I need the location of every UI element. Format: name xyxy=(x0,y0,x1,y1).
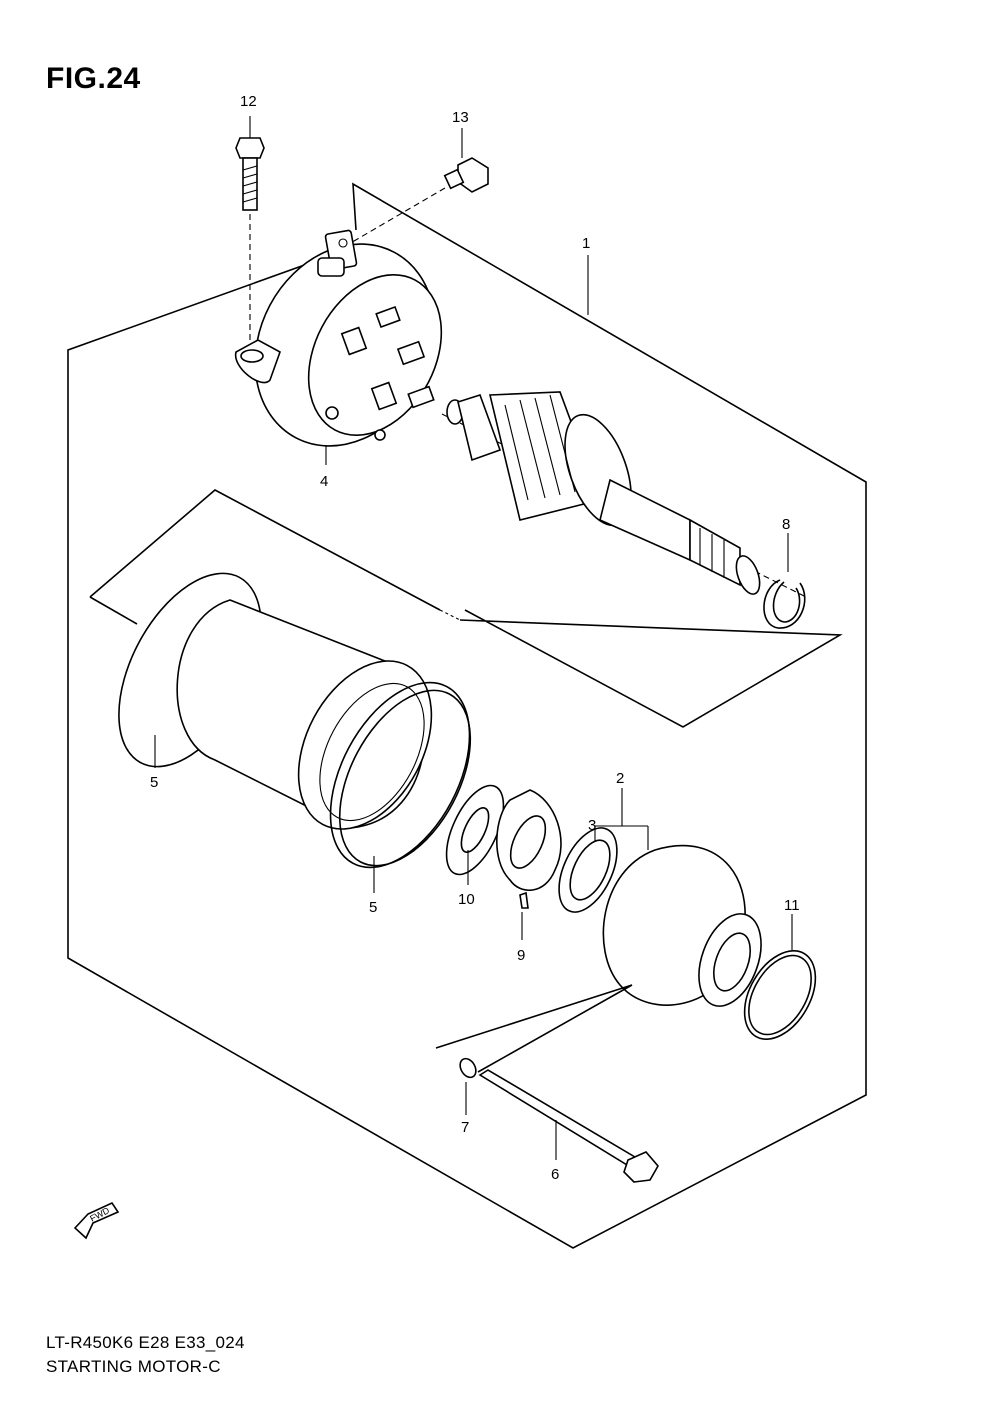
callout-2: 2 xyxy=(616,770,624,787)
circlip-8 xyxy=(763,533,806,629)
callout-9: 9 xyxy=(517,947,525,964)
callout-8: 8 xyxy=(782,516,790,533)
callout-4: 4 xyxy=(320,473,328,490)
figure-name: STARTING MOTOR-C xyxy=(46,1357,221,1376)
callout-7: 7 xyxy=(461,1119,469,1136)
callout-10: 10 xyxy=(458,891,475,908)
figure-title: FIG.24 xyxy=(46,62,141,95)
brush-holder-4 xyxy=(235,229,443,465)
end-housing-2 xyxy=(594,788,762,1007)
through-bolt-6 xyxy=(435,984,659,1183)
callout-11: 11 xyxy=(784,897,800,914)
bearing-3 xyxy=(558,827,618,913)
callout-5b: 5 xyxy=(369,899,377,916)
callout-6: 6 xyxy=(551,1166,559,1183)
lock-plate-9 xyxy=(496,789,562,940)
assembly-frame xyxy=(67,182,867,1249)
bolt-12 xyxy=(235,116,265,350)
callout-5a: 5 xyxy=(150,774,158,791)
callout-1: 1 xyxy=(582,235,590,252)
armature-subframe xyxy=(89,489,843,728)
figure-code: LT-R450K6 E28 E33_024 xyxy=(46,1333,245,1352)
o-ring-11 xyxy=(743,914,817,1040)
callout-12: 12 xyxy=(240,93,257,110)
armature xyxy=(441,391,809,599)
washer-10 xyxy=(445,784,505,885)
callout-labels: 12 13 1 4 8 5 5 2 3 10 9 11 7 6 xyxy=(150,93,800,1183)
fwd-arrow-icon: FWD xyxy=(73,1201,120,1240)
callout-3: 3 xyxy=(588,817,596,834)
yoke-housing xyxy=(118,572,472,893)
callout-13: 13 xyxy=(452,109,469,126)
